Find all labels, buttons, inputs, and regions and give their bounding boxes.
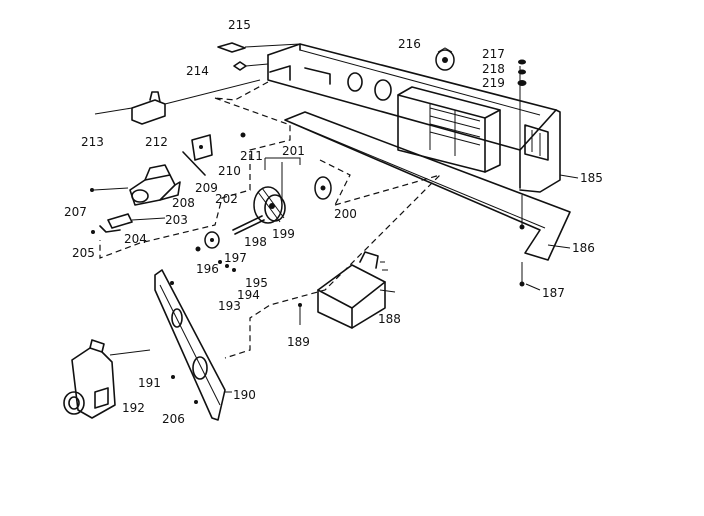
- callout-191: 191: [138, 376, 161, 390]
- bracket-204: [99, 225, 121, 233]
- callout-201: 201: [282, 144, 305, 158]
- callout-206: 206: [162, 412, 185, 426]
- callout-185: 185: [580, 171, 603, 185]
- callout-192: 192: [122, 401, 145, 415]
- front-panel-186: [284, 111, 571, 261]
- shaft-198: [232, 215, 265, 235]
- callout-217: 217: [482, 47, 505, 61]
- housing-185: [267, 43, 579, 230]
- screw-187: [519, 262, 541, 291]
- callout-218: 218: [482, 62, 505, 76]
- callout-190: 190: [233, 388, 256, 402]
- wiring-dashed-mid: [319, 159, 351, 206]
- callout-193: 193: [218, 299, 241, 313]
- callout-197: 197: [224, 251, 247, 265]
- blower-wheel-199: [253, 186, 286, 224]
- screw-211: [240, 132, 246, 138]
- callout-212: 212: [145, 135, 168, 149]
- wiring-dashed-top: [214, 81, 269, 101]
- callout-203: 203: [165, 213, 188, 227]
- washer-196: [195, 246, 201, 252]
- spring-214: [233, 61, 269, 71]
- wiring-dashed-left: [99, 97, 291, 259]
- callout-196: 196: [196, 262, 219, 276]
- callout-208: 208: [172, 196, 195, 210]
- callout-209: 209: [195, 181, 218, 195]
- bracket-201: [264, 157, 301, 200]
- callout-219: 219: [482, 76, 505, 90]
- callout-204: 204: [124, 232, 147, 246]
- timer-192: [63, 339, 151, 419]
- callout-188: 188: [378, 312, 401, 326]
- callout-216: 216: [398, 37, 421, 51]
- callout-189: 189: [287, 335, 310, 349]
- callout-211: 211: [240, 149, 263, 163]
- switch-212: [94, 79, 261, 125]
- screw-189: [298, 303, 302, 325]
- callout-210: 210: [218, 164, 241, 178]
- callout-195: 195: [245, 276, 268, 290]
- callout-194: 194: [237, 288, 260, 302]
- bracket-210: [191, 134, 213, 161]
- callout-207: 207: [64, 205, 87, 219]
- mounting-plate-190: [154, 269, 232, 421]
- hardware-217-219: [517, 59, 527, 160]
- callout-200: 200: [334, 207, 357, 221]
- control-box-188: [317, 251, 396, 329]
- screw-191: [171, 375, 175, 379]
- callout-199: 199: [272, 227, 295, 241]
- screw-206: [194, 400, 198, 404]
- screws-193-195: [218, 260, 236, 272]
- screw-207: [90, 187, 129, 192]
- callout-205: 205: [72, 246, 95, 260]
- callout-186: 186: [572, 241, 595, 255]
- callout-202: 202: [215, 192, 238, 206]
- callout-labels: 215 214 216 217 218 219 213 212 211 210 …: [64, 18, 603, 426]
- knob-216: [435, 47, 455, 71]
- callout-187: 187: [542, 286, 565, 300]
- pin-209: [182, 151, 206, 176]
- motor-208: [129, 164, 181, 206]
- clip-203: [107, 213, 166, 229]
- callout-215: 215: [228, 18, 251, 32]
- gear-197: [204, 231, 220, 249]
- wiring-dashed-right: [224, 173, 443, 359]
- screw-205: [91, 230, 95, 234]
- callout-214: 214: [186, 64, 209, 78]
- gear-200: [314, 176, 332, 200]
- callout-198: 198: [244, 235, 267, 249]
- clip-215: [217, 42, 301, 53]
- callout-213: 213: [81, 135, 104, 149]
